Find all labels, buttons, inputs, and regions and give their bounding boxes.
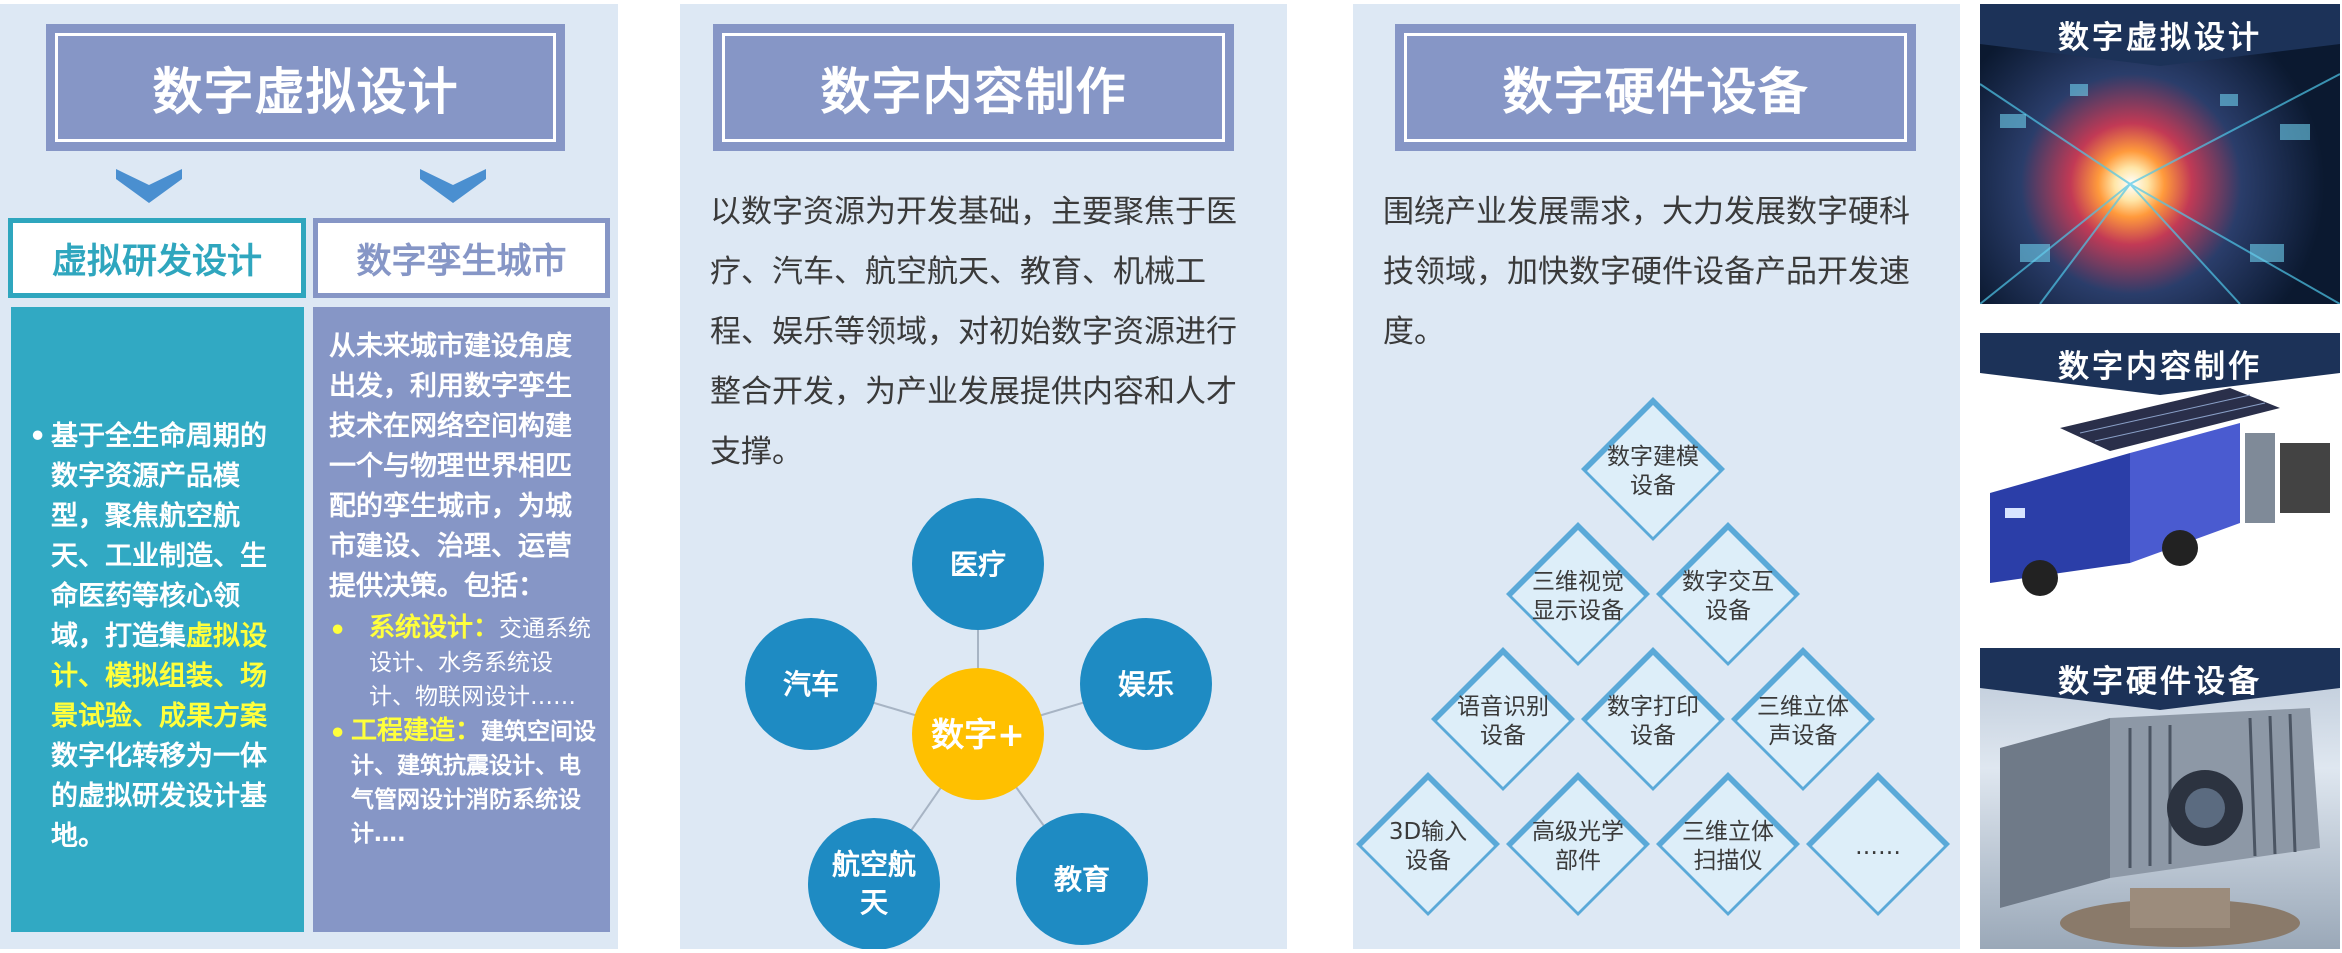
banner [1980, 333, 2340, 395]
node-entertainment [1080, 618, 1212, 750]
digital-plus-diagram: 医疗 娱乐 教育 航空航 天 汽车 数字+ [745, 498, 1212, 949]
node-label: 汽车 [783, 668, 839, 701]
hardware-image: 数字硬件设备 [1980, 648, 2340, 949]
bullet: • [329, 718, 347, 749]
diamond-label: 设备 [1630, 723, 1676, 749]
banner [1980, 4, 2340, 66]
content-production-image: 数字内容制作 [1980, 333, 2340, 613]
item-label: 工程建造： [351, 716, 482, 746]
subheading-digital-twin-city: 数字孪生城市 [313, 218, 610, 298]
diamond-label: 高级光学 [1532, 819, 1624, 845]
center-label: 数字+ [931, 715, 1025, 754]
panel-title-box: 数字内容制作 [713, 24, 1234, 151]
panel-virtual-design: 数字虚拟设计 虚拟研发设计 数字孪生城市 • 基于全生命周期的数字资源产品模型，… [0, 4, 618, 949]
digital-twin-description: 从未来城市建设角度出发，利用数字孪生技术在网络空间构建一个与物理世界相匹配的孪生… [313, 307, 610, 932]
virtual-rd-description: • 基于全生命周期的数字资源产品模型，聚焦航空航天、工业制造、生命医药等核心领域… [11, 307, 304, 932]
panel-title: 数字内容制作 [820, 62, 1127, 121]
virtual-grid-illustration [1980, 73, 2340, 304]
diamond-label: …… [1855, 834, 1901, 860]
node-automotive [745, 618, 877, 750]
diamond-label: 数字打印 [1607, 694, 1699, 720]
list-item: • 工程建造：建筑空间设计、建筑抗震设计、电气管网设计消防系统设计…. [329, 714, 598, 851]
panel-hardware-devices: 数字硬件设备 围绕产业发展需求，大力发展数字硬科技领域，加快数字硬件设备产品开发… [1353, 4, 1960, 949]
image-title: 数字虚拟设计 [2058, 20, 2262, 56]
image-title: 数字硬件设备 [2058, 664, 2262, 700]
diamond-label: 数字交互 [1682, 569, 1774, 595]
node-center [912, 668, 1044, 800]
panel-content-production: 数字内容制作 以数字资源为开发基础，主要聚焦于医疗、汽车、航空航天、教育、机械工… [680, 4, 1287, 949]
node-label: 航空航 [832, 848, 916, 881]
panel-title-box: 数字虚拟设计 [46, 24, 565, 151]
panel-description: 以数字资源为开发基础，主要聚焦于医疗、汽车、航空航天、教育、机械工程、娱乐等领域… [710, 194, 1237, 470]
diamond-label: 数字建模 [1607, 444, 1699, 470]
node-label: 教育 [1054, 863, 1110, 896]
diamond-label: 三维立体 [1682, 819, 1774, 845]
virtual-design-image: 数字虚拟设计 [1980, 4, 2340, 304]
diamond-label: 扫描仪 [1694, 848, 1763, 874]
panel-title-box: 数字硬件设备 [1395, 24, 1916, 151]
highlight-text: 虚拟设计、模拟组装、场景试验、成果方案 [51, 621, 267, 732]
item-text: 交通系统设计、水务系统设计、物联网设计…… [369, 616, 592, 710]
node-medical [912, 498, 1044, 630]
panel-title: 数字虚拟设计 [152, 62, 459, 121]
subheading-virtual-rd: 虚拟研发设计 [8, 218, 306, 298]
diamond-label: 语音识别 [1457, 694, 1549, 720]
intro-text: 从未来城市建设角度出发，利用数字孪生技术在网络空间构建一个与物理世界相匹配的孪生… [329, 331, 572, 602]
diamond-label: 设备 [1630, 473, 1676, 499]
diamond-label: 3D输入 [1389, 819, 1467, 845]
item-text: 建筑空间设计、建筑抗震设计、电气管网设计消防系统设计…. [351, 719, 597, 847]
truck-illustration [1990, 388, 2330, 596]
bullet: • [29, 421, 47, 452]
item-label: 系统设计： [369, 613, 500, 643]
node-aerospace [808, 818, 940, 949]
chevron-down-icon [420, 169, 486, 203]
bullet: • [329, 615, 347, 646]
diamond-label: 声设备 [1769, 723, 1838, 749]
diamond-label: 设备 [1405, 848, 1451, 874]
text: 数字化转移为一体的虚拟研发设计基地。 [51, 741, 267, 852]
text: 基于全生命周期的数字资源产品模型，聚焦航空航天、工业制造、生命医药等核心领域，打… [51, 421, 267, 652]
panel-description: 围绕产业发展需求，大力发展数字硬科技领域，加快数字硬件设备产品开发速度。 [1383, 194, 1910, 350]
diamond-label: 部件 [1555, 848, 1601, 874]
panel-title: 数字硬件设备 [1502, 62, 1809, 121]
hardware-diamond-pyramid: 数字建模 设备 三维视觉 显示设备 数字交互 设备 语音识别 设备 数字打印 设… [1356, 397, 1950, 916]
banner [1980, 648, 2340, 710]
image-title: 数字内容制作 [2058, 349, 2262, 385]
diamond-label: 三维视觉 [1532, 569, 1624, 595]
diamond-label: 设备 [1705, 598, 1751, 624]
node-education [1016, 813, 1148, 945]
diamond-label: 三维立体 [1757, 694, 1849, 720]
node-label: 天 [860, 886, 888, 919]
scanner-illustration [2000, 708, 2320, 947]
chevron-down-icon [116, 169, 182, 203]
node-label: 娱乐 [1118, 668, 1174, 701]
diamond-label: 显示设备 [1532, 598, 1624, 624]
list-item: • 系统设计：交通系统设计、水务系统设计、物联网设计…… [329, 611, 598, 714]
node-label: 医疗 [950, 548, 1006, 581]
diamond-label: 设备 [1480, 723, 1526, 749]
